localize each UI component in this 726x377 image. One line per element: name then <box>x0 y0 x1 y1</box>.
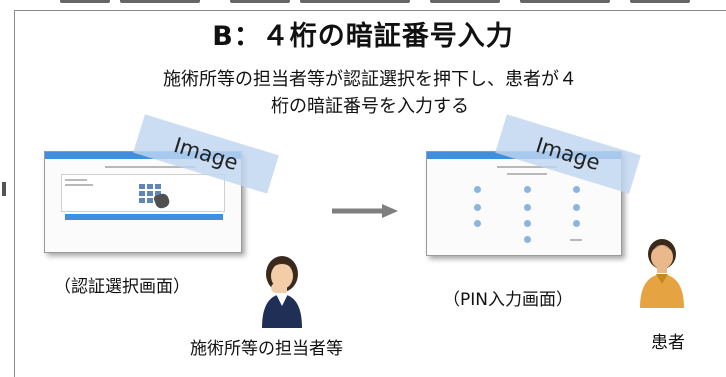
patient-caption: 患者 <box>651 333 685 353</box>
pin-key <box>524 204 531 211</box>
staff-person-icon <box>262 256 302 328</box>
patient-person-icon <box>640 239 684 308</box>
pin-key <box>573 204 580 211</box>
description-line-2: 桁の暗証番号を入力する <box>271 96 469 117</box>
arrow-right-icon <box>332 204 398 218</box>
pin-key <box>573 220 580 227</box>
keypad-icon <box>139 184 165 206</box>
pin-key <box>474 186 481 193</box>
screen-heading-text <box>497 166 557 168</box>
auth-select-button <box>65 214 223 220</box>
pin-key <box>573 186 580 193</box>
pin-key <box>524 236 531 243</box>
pin-digits-indicator <box>507 173 547 175</box>
staff-caption: 施術所等の担当者等 <box>190 339 343 359</box>
auth-screen-caption: （認証選択画面） <box>54 277 190 297</box>
pin-key <box>524 186 531 193</box>
pin-screen-caption: （PIN入力画面） <box>443 290 573 310</box>
pin-clear-key <box>570 239 582 241</box>
diagram-frame <box>14 10 726 377</box>
pin-key <box>524 220 531 227</box>
pin-key <box>474 220 481 227</box>
pin-key <box>474 204 481 211</box>
option-text <box>65 179 87 181</box>
page-title: B：４桁の暗証番号入力 <box>212 21 514 52</box>
description-line-1: 施術所等の担当者等が認証選択を押下し、患者が４ <box>163 69 577 90</box>
option-text <box>65 184 93 186</box>
top-cut-text <box>0 0 726 8</box>
screen-heading-text <box>105 166 195 168</box>
description: 施術所等の担当者等が認証選択を押下し、患者が４ 桁の暗証番号を入力する <box>110 66 630 120</box>
side-marker <box>2 182 6 196</box>
